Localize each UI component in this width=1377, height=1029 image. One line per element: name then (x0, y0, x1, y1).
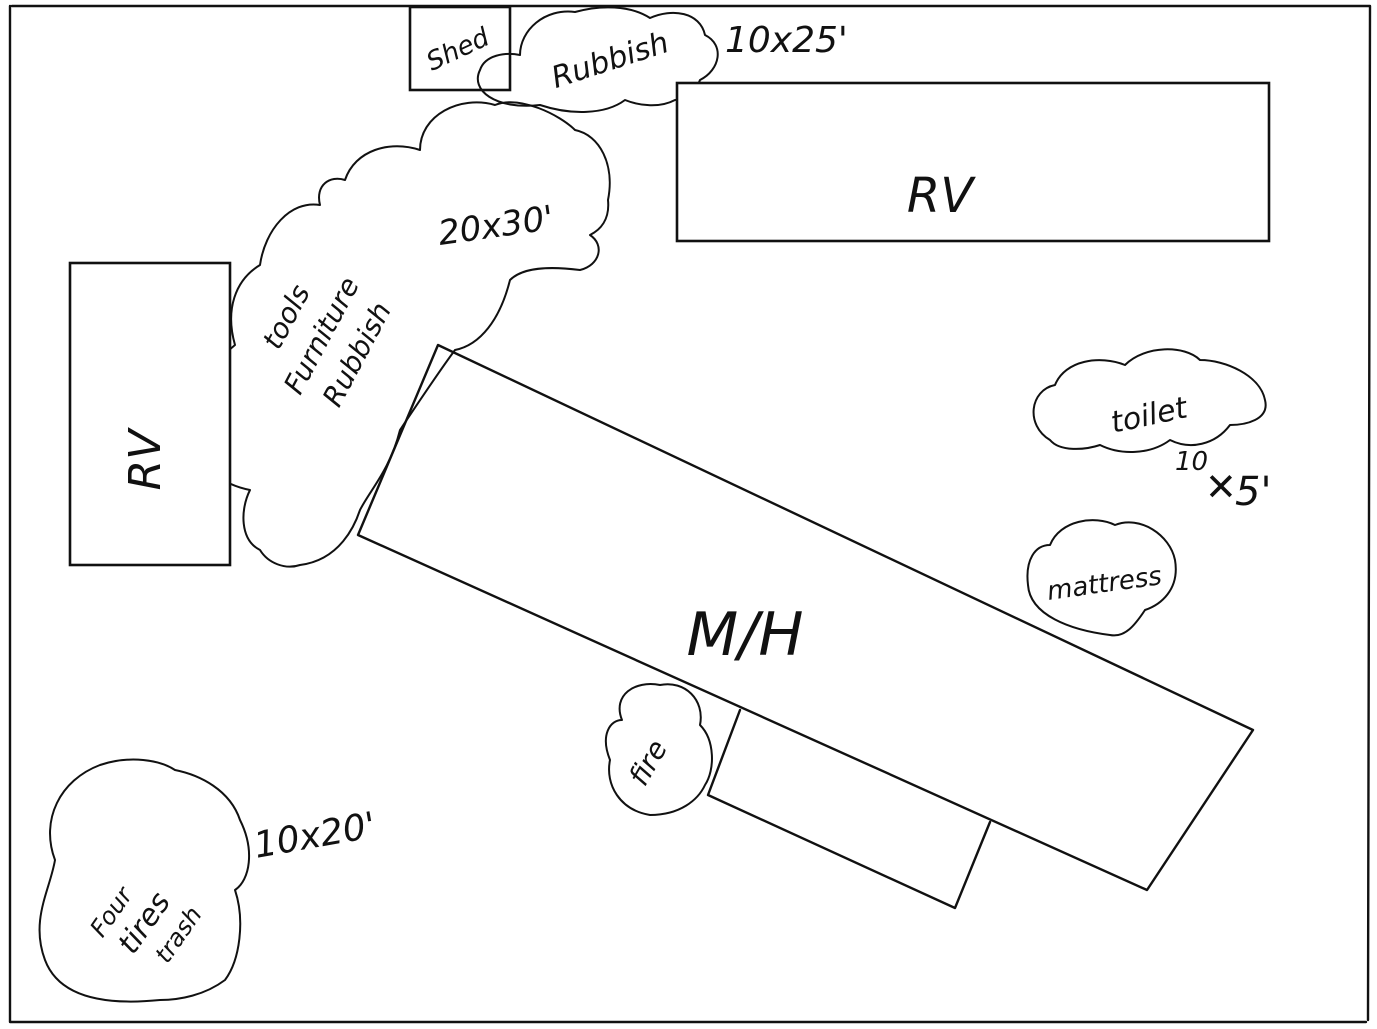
shed-outline (408, 5, 512, 92)
fire-area: fire (604, 683, 713, 816)
pile-bottom-cloud (38, 758, 251, 1003)
rv-top: RV (675, 81, 1271, 243)
pile-center-cloud (198, 101, 611, 568)
fire-label: fire (622, 734, 674, 791)
pile-bottom: 10x20' Four tires trash (38, 758, 379, 1003)
toilet-cloud (1032, 348, 1267, 453)
mattress-area: mattress (1026, 519, 1177, 637)
mattress-cloud (1026, 519, 1177, 637)
rv-top-label: RV (907, 168, 976, 224)
rubbish-top-size: 10x25' (725, 20, 848, 61)
rv-left-label: RV (120, 427, 171, 491)
rv-top-outline (675, 81, 1271, 243)
toilet-size-b: 5' (1235, 469, 1271, 515)
rv-left: RV (68, 261, 232, 567)
toilet-label: toilet (1108, 390, 1192, 441)
mobile-home-outline (356, 343, 1255, 892)
mattress-label: mattress (1045, 561, 1163, 607)
pile-center: 20x30' tools Furniture Rubbish (198, 101, 611, 568)
toilet-size-x: ✕ (1205, 465, 1237, 509)
fire-cloud (604, 683, 713, 816)
toilet-area: toilet 10 ✕ 5' (1032, 348, 1271, 515)
toilet-size-a: 10 (1175, 447, 1208, 477)
mobile-home-label: M/H (686, 600, 803, 670)
mobile-home-annex (706, 708, 992, 910)
pile-center-size: 20x30' (436, 198, 556, 254)
rubbish-top-cloud (477, 6, 719, 113)
rv-left-outline (68, 261, 232, 567)
rubbish-top-label: Rubbish (547, 25, 673, 96)
shed: Shed (408, 5, 512, 92)
pile-bottom-size: 10x20' (251, 805, 379, 867)
mobile-home: M/H (356, 343, 1255, 910)
